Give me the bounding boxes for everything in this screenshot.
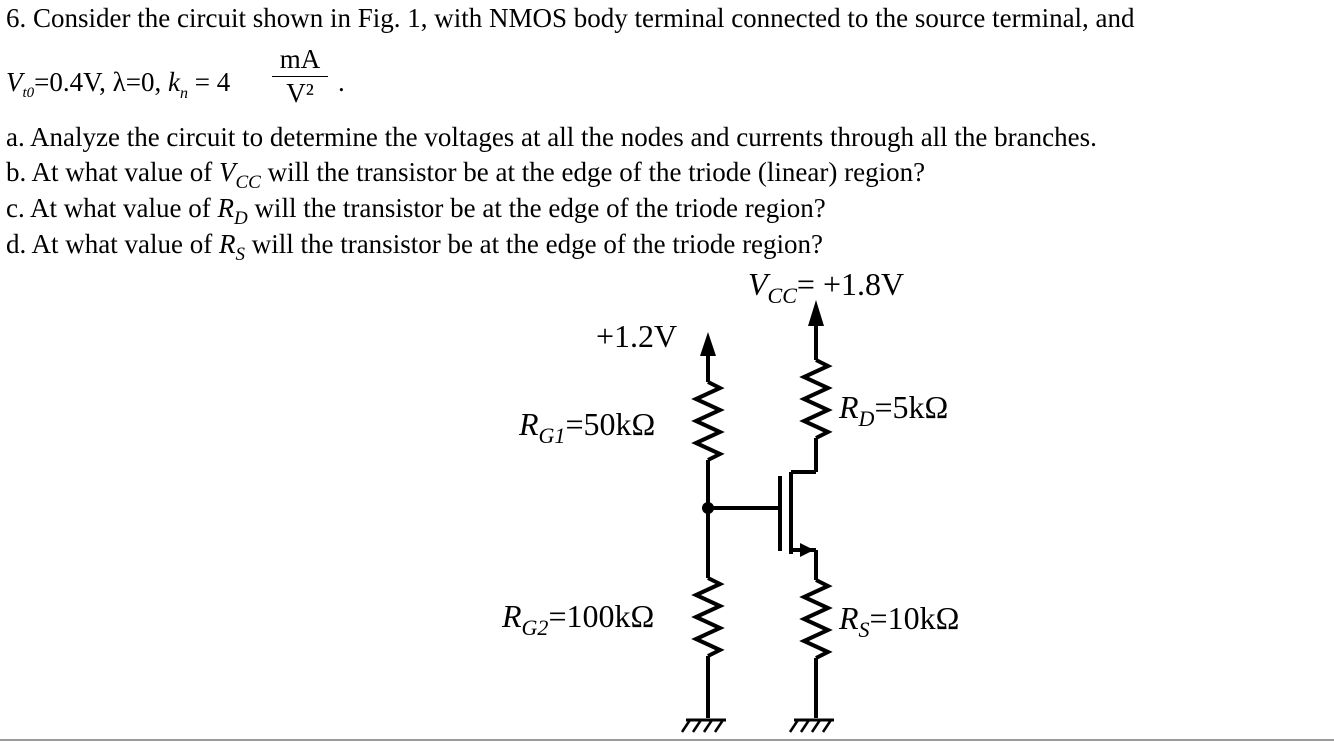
device-parameters: Vt0=0.4V, λ=0, kn = 4 <box>6 66 230 103</box>
rd-label: RD=5kΩ <box>839 389 949 431</box>
rg2-ground-icon <box>680 719 725 733</box>
rd-symbol: R <box>217 193 234 223</box>
rg2-resistor <box>691 576 725 658</box>
part-c-question: will the transistor be at the edge of th… <box>247 193 826 223</box>
vcc-subscript: CC <box>235 172 261 193</box>
kn-unit-fraction: mA V² <box>272 44 328 108</box>
params-period: . <box>338 67 345 97</box>
rg1-label: RG1=50kΩ <box>519 406 656 448</box>
kn-symbol: k <box>168 67 180 97</box>
gate-supply-label: +1.2V <box>596 318 678 354</box>
rg2-label-value: =100kΩ <box>548 598 655 634</box>
problem-intro: 6. Consider the circuit shown in Fig. 1,… <box>6 3 1135 33</box>
part-a: a. Analyze the circuit to determine the … <box>6 122 1097 152</box>
rs-resistor <box>799 578 833 660</box>
rg2-label-symbol: R <box>502 598 522 634</box>
part-c-text: c. At what value of <box>6 193 218 223</box>
lambda-value: λ=0, <box>112 67 162 97</box>
vcc-label: VCC= +1.8V <box>748 266 905 308</box>
vcc-label-symbol: V <box>748 266 768 302</box>
rg1-label-symbol: R <box>519 406 539 442</box>
rd-label-value: =5kΩ <box>874 389 949 425</box>
part-b-text: b. At what value of <box>6 157 219 187</box>
rs-label-symbol: R <box>839 600 859 636</box>
part-b-question: will the transistor be at the edge of th… <box>260 157 926 187</box>
rg1-label-value: =50kΩ <box>565 406 656 442</box>
vt-symbol: V <box>6 67 23 97</box>
bottom-divider <box>0 739 1334 741</box>
gate-supply-arrow <box>700 332 716 356</box>
rg2-label: RG2=100kΩ <box>502 598 655 640</box>
rd-label-subscript: D <box>858 406 875 431</box>
vcc-symbol: V <box>218 157 236 187</box>
rs-symbol: R <box>218 229 236 259</box>
part-c: c. At what value of RD will the transist… <box>6 192 826 229</box>
vcc-label-subscript: CC <box>767 283 797 308</box>
rs-ground-icon <box>788 719 833 733</box>
vt-value: =0.4V, <box>34 67 106 97</box>
part-d-question: will the transistor be at the edge of th… <box>244 229 824 259</box>
rd-subscript: D <box>233 208 248 229</box>
rs-label-subscript: S <box>858 617 870 642</box>
rg1-resistor <box>691 380 725 462</box>
kn-equals: = 4 <box>194 67 231 97</box>
kn-subscript: n <box>179 85 188 102</box>
part-d-text: d. At what value of <box>6 229 219 259</box>
rs-label: RS=10kΩ <box>839 600 960 642</box>
kn-unit-denominator: V² <box>286 78 314 108</box>
rs-label-value: =10kΩ <box>869 600 960 636</box>
kn-unit-numerator: mA <box>272 44 328 77</box>
rg1-label-subscript: G1 <box>538 423 566 448</box>
vcc-label-value: = +1.8V <box>796 266 905 302</box>
rd-resistor <box>799 358 833 440</box>
rd-label-symbol: R <box>839 389 859 425</box>
part-d: d. At what value of RS will the transist… <box>6 228 824 265</box>
vcc-arrow <box>808 300 824 326</box>
source-arrow <box>800 543 814 557</box>
rs-subscript: S <box>235 244 245 265</box>
part-b: b. At what value of VCC will the transis… <box>6 156 926 193</box>
rg2-label-subscript: G2 <box>521 615 549 640</box>
vt-subscript: t0 <box>22 85 35 101</box>
